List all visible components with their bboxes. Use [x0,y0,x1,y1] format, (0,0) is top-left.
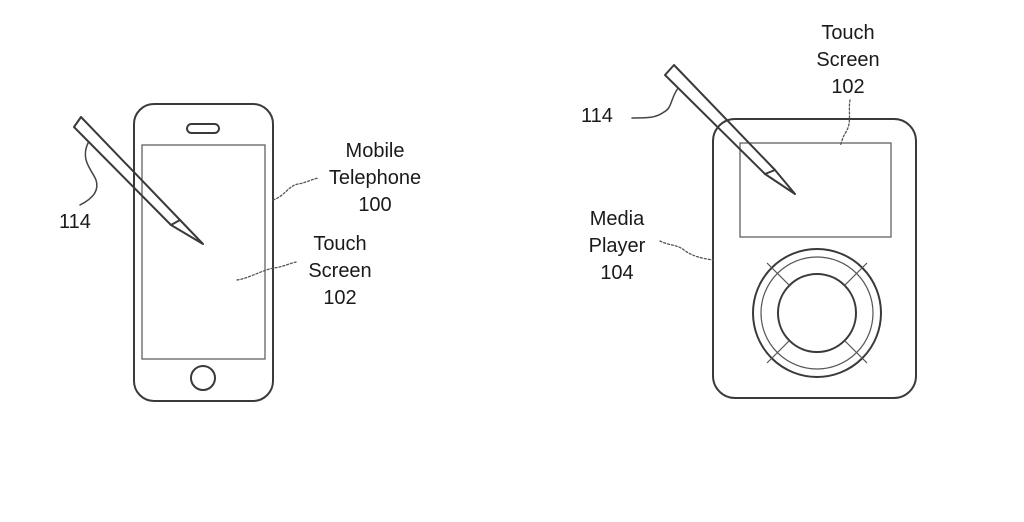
player-touch-screen [739,142,892,238]
player-screen-line1: Touch [821,22,874,44]
player-body [712,118,917,399]
player-center-button [777,273,857,353]
phone-name-line2: Telephone [329,167,421,189]
media-player-device [712,118,917,399]
player-stylus-leader [631,87,679,119]
phone-touch-screen [141,144,266,360]
player-stylus [631,64,796,195]
phone-stylus-leader [79,142,98,206]
phone-home-button [190,365,216,391]
phone-screen-line1: Touch [313,233,366,255]
player-click-wheel [752,248,882,378]
phone-stylus-ref: 114 [59,211,91,233]
phone-screen-line2: Screen [308,260,371,282]
phone-screen-leader [236,261,297,281]
player-name-leader [659,240,714,261]
phone-stylus [73,116,204,245]
phone-name-line1: Mobile [346,140,405,162]
phone-name-leader [272,177,319,201]
phone-screen-ref: 102 [323,287,356,309]
phone-speaker-slot [186,123,220,134]
player-click-wheel-inner [760,256,874,370]
player-screen-line2: Screen [816,49,879,71]
player-name-line1: Media [590,208,645,230]
player-name-ref: 104 [600,262,633,284]
mobile-telephone-device [133,103,274,402]
phone-name-ref: 100 [358,194,391,216]
player-stylus-ref: 114 [581,105,613,127]
phone-body [133,103,274,402]
player-name-line2: Player [589,235,646,257]
player-screen-ref: 102 [831,76,864,98]
player-screen-leader [839,99,851,147]
